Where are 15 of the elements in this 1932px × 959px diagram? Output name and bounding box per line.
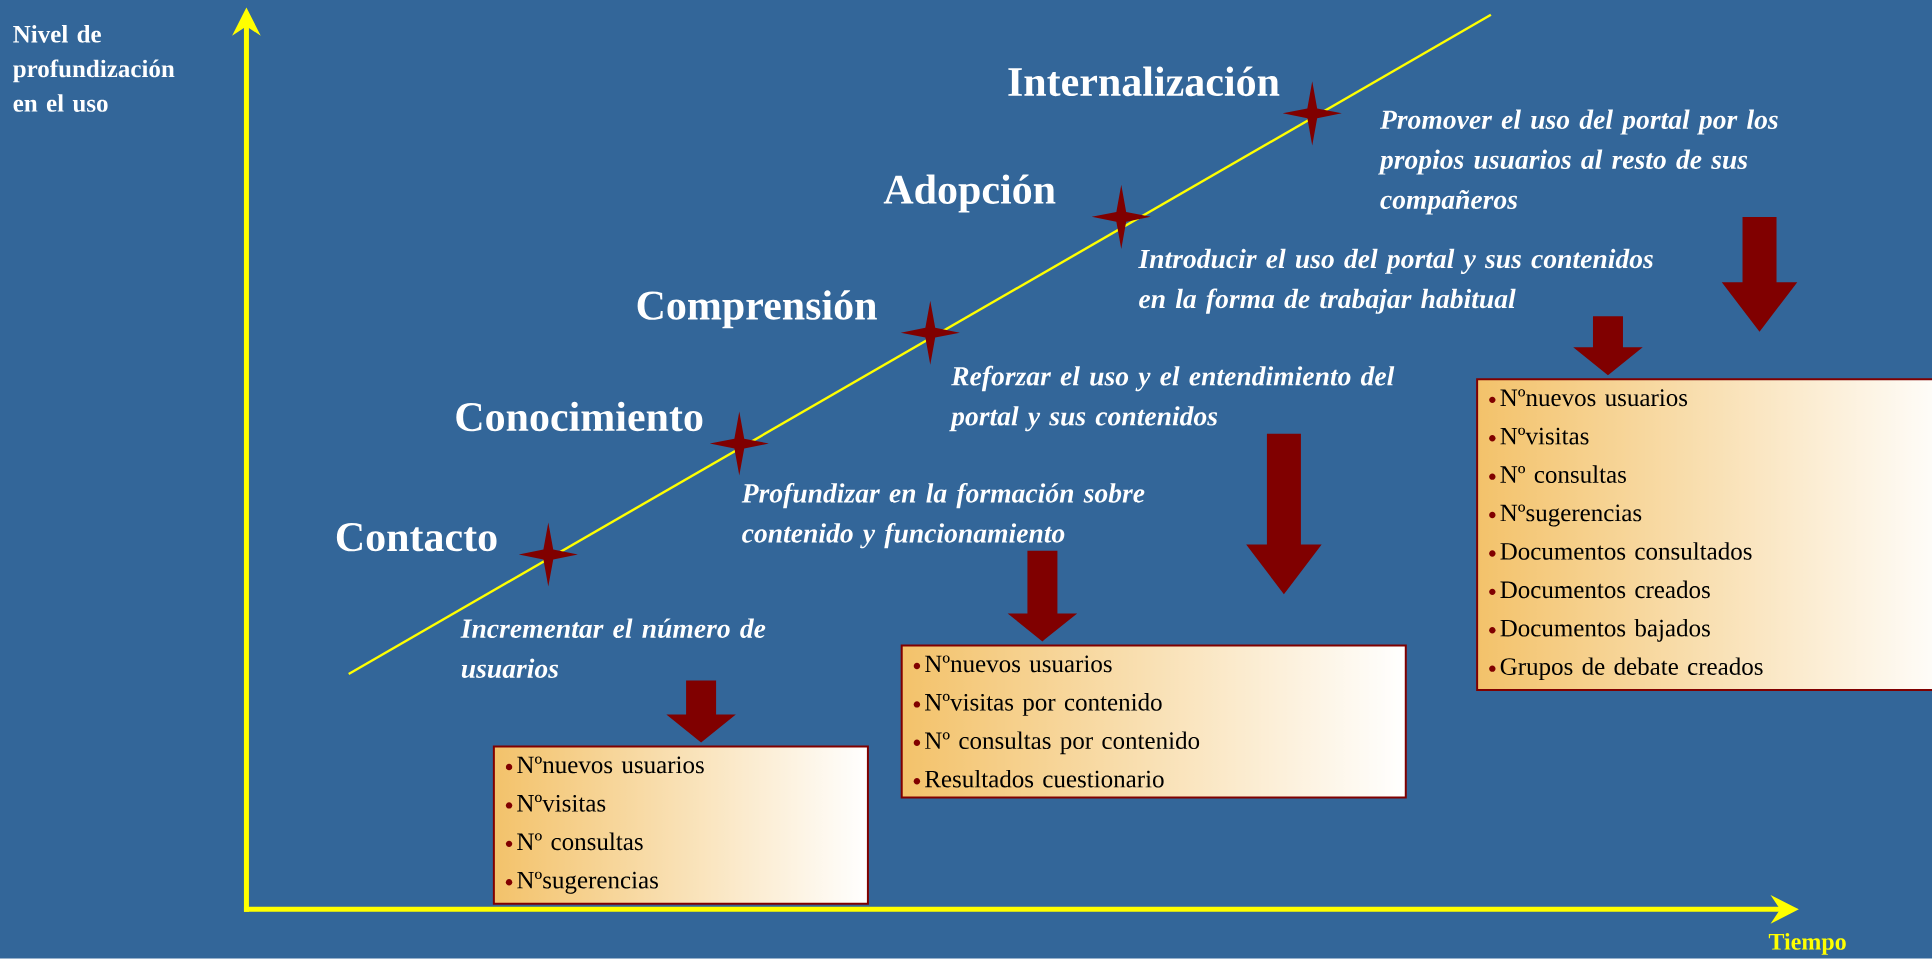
axis-label: Nivel de profundización en el uso xyxy=(13,25,175,113)
list-box: Nºnuevos usuarios Nºvisitas Nº consultas Nºsugerencias xyxy=(492,745,869,905)
objective-text: Introducir el uso del portal y sus contenidos en la forma de trabajar habitual xyxy=(1138,249,1653,315)
list-box: Nºnuevos usuarios Nºvisitas Nº consultas Nºsugerencias Documentos consultados Documentos creados Documentos bajados Grupos de debate creados xyxy=(1476,378,1932,692)
stage-label: Adopción xyxy=(883,174,1056,213)
objective-text: Incrementar el número de usuarios xyxy=(460,618,766,679)
stage-label: Internalización xyxy=(1008,66,1280,97)
stage-label: Contacto xyxy=(336,523,497,552)
objective-text: Profundizar en la formación sobre contenido y funcionamiento xyxy=(741,483,1145,549)
objective-text: Promover el uso del portal por los propios usuarios al resto de sus compañeros xyxy=(1378,109,1778,215)
stage-label: Comprensión xyxy=(637,290,877,329)
objective-text: Reforzar el uso y el entendimiento del portal y sus contenidos xyxy=(949,366,1395,432)
axis-label: Tiempo xyxy=(1768,933,1846,955)
list-box: Nºnuevos usuarios Nºvisitas por contenido Nº consultas por contenido Resultados cuestionario xyxy=(900,644,1407,799)
stage-label: Conocimiento xyxy=(456,401,703,432)
